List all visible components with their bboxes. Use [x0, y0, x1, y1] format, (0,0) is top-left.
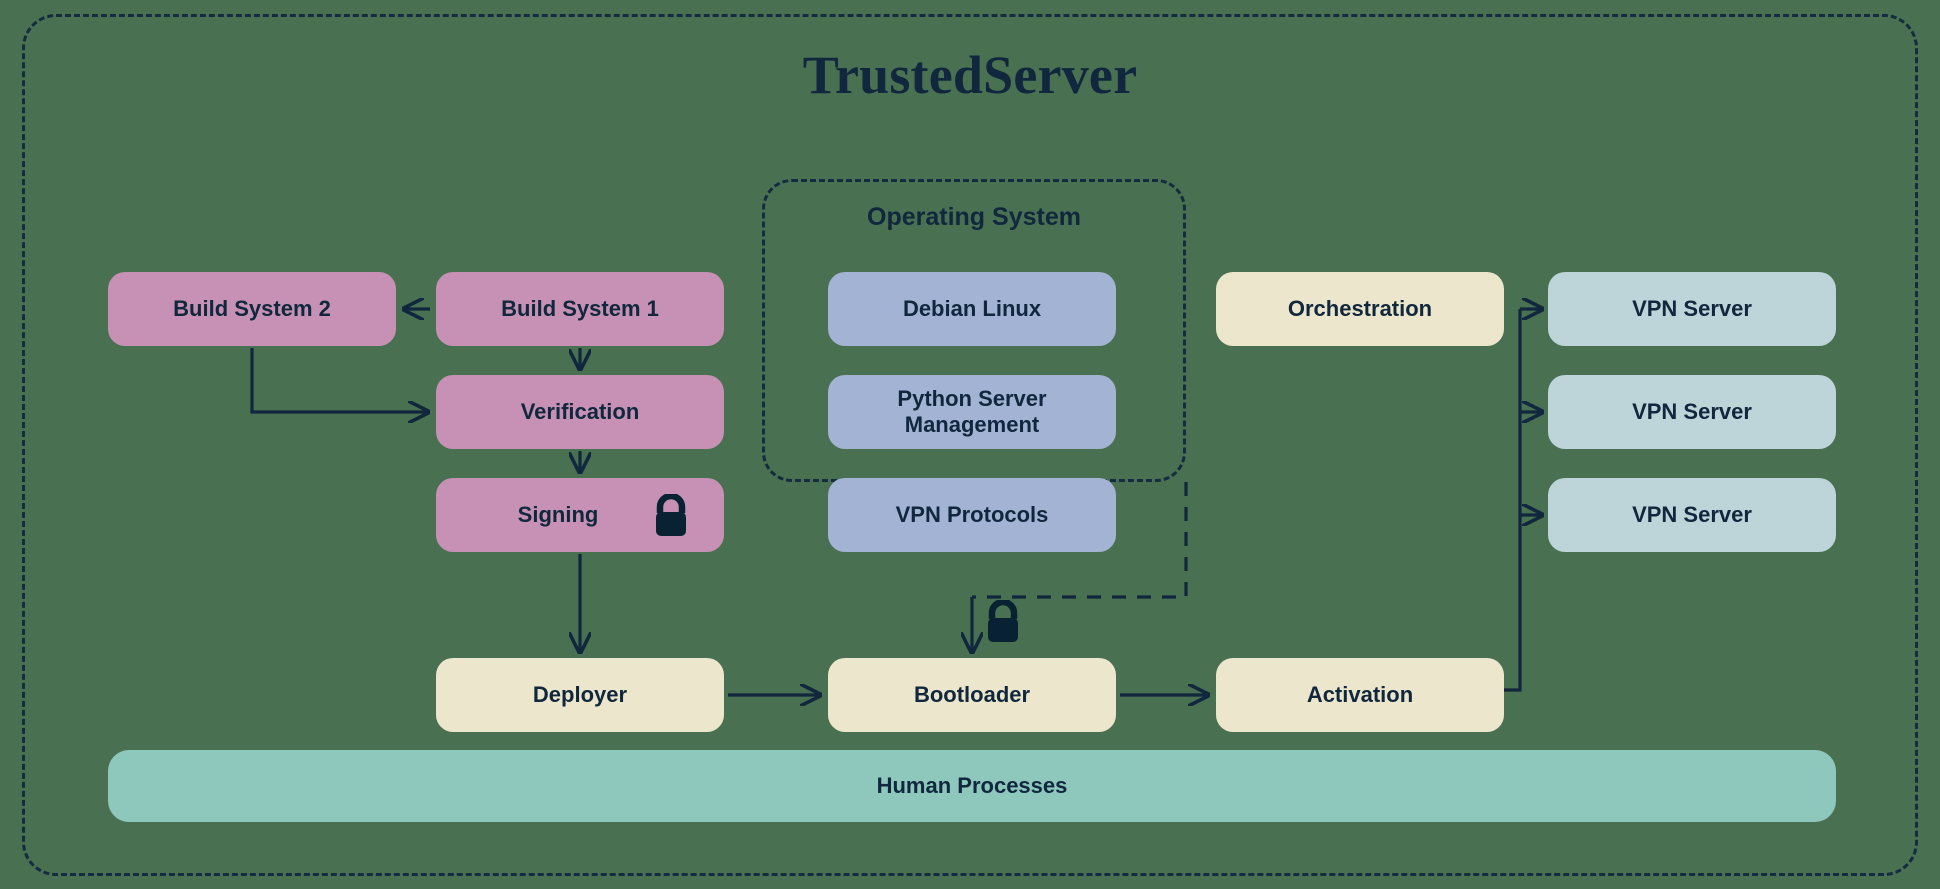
- node-label: Activation: [1306, 682, 1414, 708]
- node-label: VPN Server: [1632, 296, 1752, 322]
- node-label: VPN Server: [1632, 399, 1752, 425]
- node-vpn-server-3[interactable]: VPN Server: [1548, 478, 1836, 552]
- node-label: VPN Server: [1632, 502, 1752, 528]
- lock-icon: [988, 600, 1018, 642]
- trusted-server-boundary: [22, 14, 1918, 876]
- node-python-server-management[interactable]: [828, 375, 1116, 449]
- node-human-processes[interactable]: Human Processes: [108, 750, 1836, 822]
- lock-icon: [656, 494, 686, 536]
- node-label: Build System 1: [501, 296, 659, 322]
- node-label: Bootloader: [913, 682, 1031, 708]
- node-vpn-protocols[interactable]: VPN Protocols: [828, 478, 1116, 552]
- node-label: Orchestration: [1287, 296, 1433, 322]
- node-vpn-server-2[interactable]: VPN Server: [1548, 375, 1836, 449]
- node-bootloader[interactable]: Bootloader: [828, 658, 1116, 732]
- node-deployer[interactable]: Deployer: [436, 658, 724, 732]
- node-activation[interactable]: Activation: [1216, 658, 1504, 732]
- node-label: Build System 2: [173, 296, 331, 322]
- node-verification[interactable]: Verification: [436, 375, 724, 449]
- page-title: TrustedServer: [802, 45, 1138, 105]
- node-label: Human Processes: [876, 773, 1068, 799]
- node-vpn-server-1[interactable]: VPN Server: [1548, 272, 1836, 346]
- node-label: Debian Linux: [902, 296, 1042, 322]
- node-build-system-1[interactable]: Build System 1: [436, 272, 724, 346]
- node-label: VPN Protocols: [895, 502, 1049, 528]
- node-label: Verification: [520, 399, 640, 425]
- operating-system-group-title: Operating System: [867, 203, 1081, 231]
- node-build-system-2[interactable]: Build System 2: [108, 272, 396, 346]
- node-label: Deployer: [532, 682, 628, 708]
- node-label: Signing: [517, 502, 599, 528]
- node-debian-linux[interactable]: Debian Linux: [828, 272, 1116, 346]
- node-orchestration[interactable]: Orchestration: [1216, 272, 1504, 346]
